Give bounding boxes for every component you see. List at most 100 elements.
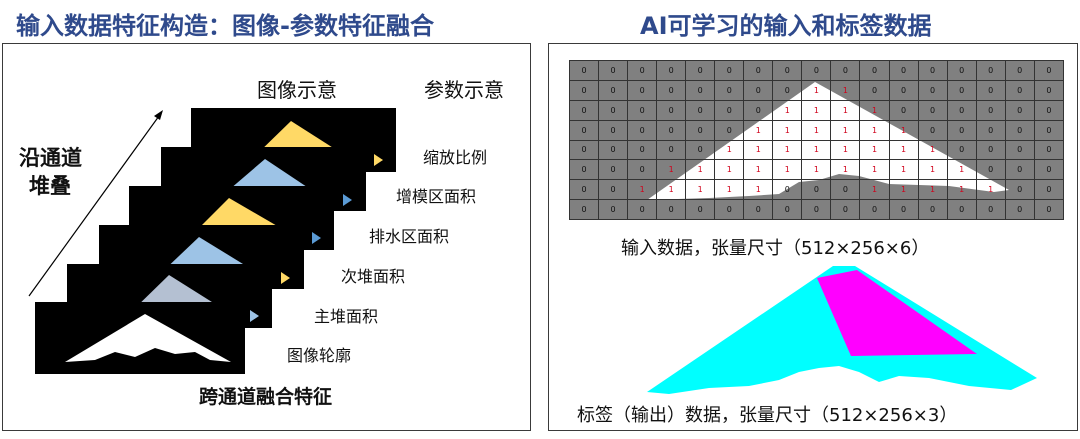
grid-cell: 0 (772, 179, 803, 201)
grid-cell: 1 (859, 159, 890, 181)
fusion-caption: 跨通道融合特征 (199, 386, 333, 408)
grid-cell: 1 (685, 159, 716, 181)
grid-cell: 0 (1033, 60, 1065, 81)
grid-cell: 1 (685, 179, 716, 201)
grid-cell: 0 (917, 99, 948, 121)
grid-cell: 0 (946, 79, 977, 101)
feature-construction-panel: 图像示意 参数示意 沿通道 堆叠 缩放比例 增模区面积 排水区面积 次堆面积 主… (2, 43, 531, 431)
grid-cell: 0 (1033, 79, 1065, 101)
grid-cell: 0 (801, 179, 832, 201)
grid-cell: 0 (1033, 179, 1065, 201)
grid-cell: 0 (568, 179, 600, 201)
grid-cell: 0 (598, 119, 629, 141)
layer-marker-secondary (281, 272, 290, 284)
grid-cell: 0 (743, 79, 774, 101)
right-section-title: AI可学习的输入和标签数据 (640, 12, 932, 40)
grid-cell: 0 (743, 60, 774, 81)
grid-cell: 0 (627, 79, 658, 101)
grid-cell: 0 (888, 199, 919, 220)
grid-cell: 0 (627, 139, 658, 161)
grid-cell: 1 (743, 179, 774, 201)
grid-cell: 1 (859, 99, 890, 121)
grid-cell: 0 (656, 60, 687, 81)
layer-marker-expand (343, 194, 352, 206)
grid-cell: 0 (568, 99, 600, 121)
grid-cell: 0 (714, 60, 745, 81)
grid-cell: 0 (946, 139, 977, 161)
grid-cell: 0 (568, 60, 600, 81)
grid-cell: 0 (1033, 139, 1065, 161)
grid-cell: 0 (1033, 99, 1065, 121)
grid-cell: 0 (568, 139, 600, 161)
grid-cell: 0 (859, 79, 890, 101)
grid-cell: 1 (888, 119, 919, 141)
grid-cell: 1 (830, 99, 861, 121)
grid-cell: 1 (801, 99, 832, 121)
input-caption: 输入数据，张量尺寸（512×256×6） (621, 238, 930, 259)
grid-cell: 1 (714, 139, 745, 161)
grid-cell: 0 (598, 179, 629, 201)
grid-cell: 1 (772, 119, 803, 141)
grid-cell: 0 (975, 99, 1006, 121)
grid-cell: 0 (656, 99, 687, 121)
grid-cell: 0 (685, 139, 716, 161)
grid-cell: 0 (1004, 139, 1035, 161)
layer-card-contour (35, 302, 245, 374)
grid-cell: 0 (1033, 119, 1065, 141)
grid-cell: 0 (1004, 79, 1035, 101)
grid-cell: 0 (568, 119, 600, 141)
layer-shape-contour (65, 314, 231, 362)
grid-cell: 1 (714, 159, 745, 181)
grid-cell: 1 (830, 119, 861, 141)
grid-cell: 0 (714, 199, 745, 220)
grid-cell: 1 (772, 99, 803, 121)
grid-cell: 0 (627, 199, 658, 220)
grid-cell: 0 (685, 60, 716, 81)
label-caption: 标签（输出）数据，张量尺寸（512×256×3） (577, 405, 958, 426)
grid-cell: 0 (888, 60, 919, 81)
layer-marker-scale (374, 154, 383, 166)
grid-cell: 0 (1033, 199, 1065, 220)
grid-cell: 0 (917, 60, 948, 81)
grid-cell: 1 (917, 139, 948, 161)
grid-cell: 1 (830, 159, 861, 181)
grid-cell: 0 (656, 199, 687, 220)
grid-cell: 0 (568, 199, 600, 220)
grid-cell: 0 (801, 199, 832, 220)
param-label-expand: 增模区面积 (396, 187, 477, 206)
grid-cell: 1 (772, 159, 803, 181)
grid-cell: 0 (917, 119, 948, 141)
grid-cell: 0 (1004, 60, 1035, 81)
grid-cell: 0 (975, 119, 1006, 141)
grid-cell: 0 (568, 79, 600, 101)
grid-cell: 0 (946, 119, 977, 141)
grid-cell: 0 (568, 159, 600, 181)
grid-cell: 1 (714, 179, 745, 201)
grid-cell: 0 (975, 159, 1006, 181)
param-label-scale: 缩放比例 (423, 148, 488, 167)
grid-cell: 1 (801, 119, 832, 141)
grid-cell: 0 (975, 60, 1006, 81)
stack-label-line2: 堆叠 (29, 174, 71, 198)
grid-cell: 1 (627, 179, 658, 201)
grid-cell: 0 (714, 79, 745, 101)
grid-cell: 0 (888, 99, 919, 121)
grid-cell: 0 (946, 60, 977, 81)
stack-label-line1: 沿通道 (19, 146, 82, 170)
grid-cell: 0 (859, 60, 890, 81)
grid-cell: 1 (743, 139, 774, 161)
grid-cell: 0 (975, 199, 1006, 220)
grid-cell: 1 (888, 159, 919, 181)
param-label-secondary: 次堆面积 (341, 267, 406, 286)
grid-cell: 0 (772, 199, 803, 220)
grid-cell: 0 (975, 79, 1006, 101)
image-header: 图像示意 (257, 78, 337, 102)
grid-cell: 1 (946, 179, 977, 201)
grid-cell: 0 (685, 119, 716, 141)
layer-marker-drain (312, 232, 321, 244)
grid-cell: 0 (888, 79, 919, 101)
